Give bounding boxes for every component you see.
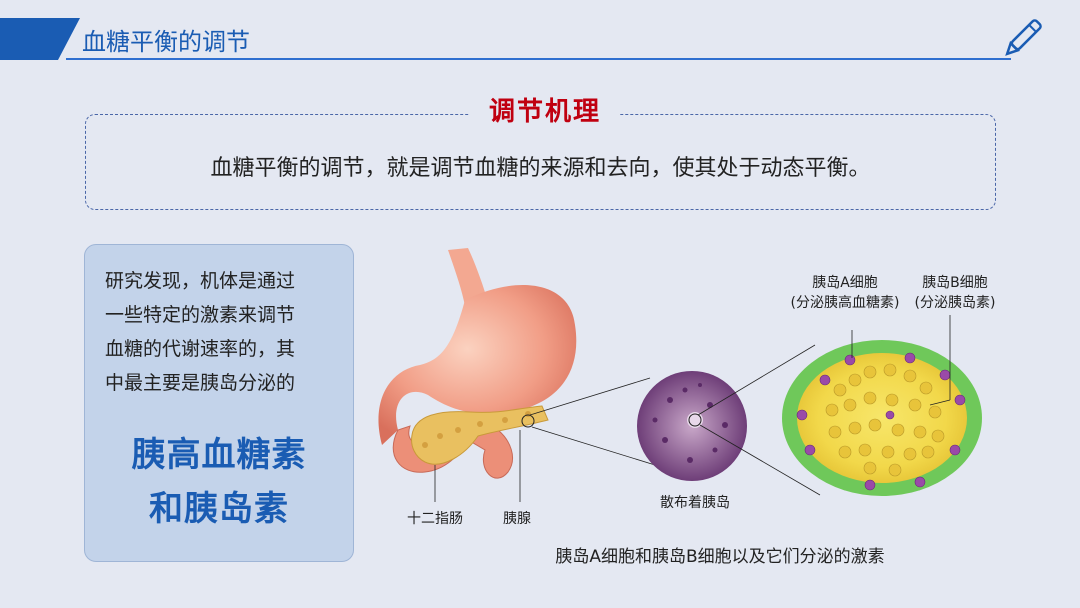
header-divider [66, 58, 1011, 60]
info-line: 血糖的代谢速率的，其 [105, 338, 296, 360]
info-panel-text: 研究发现，机体是通过 一些特定的激素来调节 血糖的代谢速率的，其 中最主要是胰岛… [105, 264, 337, 400]
pancreas-label: 胰腺 [503, 511, 531, 527]
stomach [378, 285, 577, 445]
esophagus [448, 248, 488, 306]
zoom-marker-islet [688, 413, 702, 427]
info-line: 研究发现，机体是通过 [105, 270, 296, 292]
pancreas-illustration [378, 248, 982, 502]
hormone-line: 和胰岛素 [149, 489, 289, 529]
a-cell-label: 胰岛A细胞 (分泌胰高血糖素) [790, 275, 900, 311]
mechanism-title-wrap: 调节机理 [470, 92, 620, 132]
b-cell-label: 胰岛B细胞 (分泌胰岛素) [914, 275, 996, 311]
info-panel [84, 244, 354, 562]
hormone-line: 胰高血糖素 [131, 435, 307, 475]
islets-label: 散布着胰岛 [660, 495, 730, 511]
mechanism-text: 血糖平衡的调节，就是调节血糖的来源和去向，使其处于动态平衡。 [210, 156, 871, 181]
figure-caption: 胰岛A细胞和胰岛B细胞以及它们分泌的激素 [555, 547, 885, 567]
zoom-marker-pancreas [521, 414, 535, 428]
duodenum-label: 十二指肠 [407, 511, 463, 527]
info-line: 中最主要是胰岛分泌的 [105, 372, 296, 394]
page-title: 血糖平衡的调节 [82, 28, 250, 56]
pancreas [411, 405, 549, 465]
info-line: 一些特定的激素来调节 [105, 304, 296, 326]
pen-icon [1005, 19, 1042, 56]
mechanism-title: 调节机理 [488, 97, 601, 127]
hormone-highlight: 胰高血糖素 和胰岛素 [84, 428, 354, 536]
header-tab-shape [0, 18, 80, 60]
